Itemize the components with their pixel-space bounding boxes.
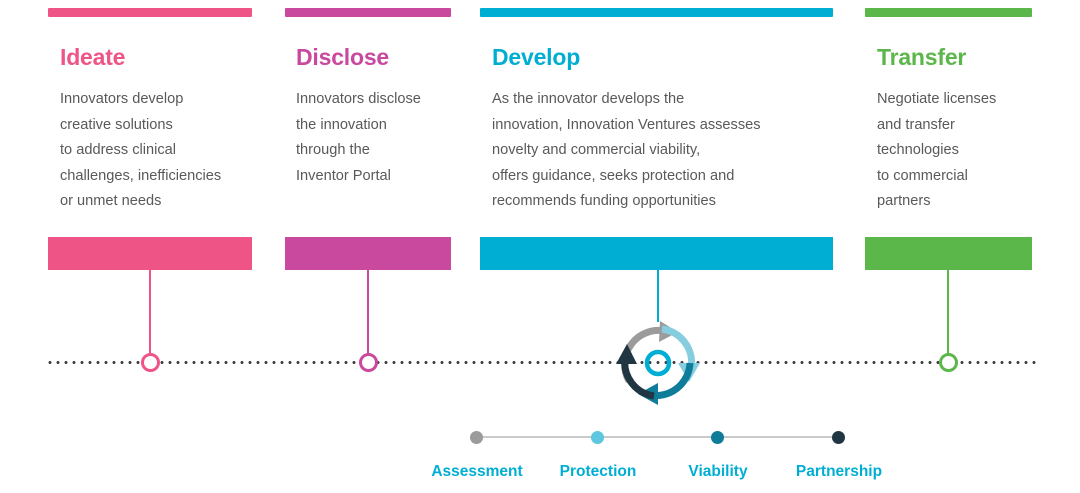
column-body-disclose: Innovators disclose the innovation throu… [296,91,421,184]
legend-dot-assessment[interactable] [470,431,483,444]
innovation-cycle-icon[interactable] [610,315,706,411]
timeline-node-disclose[interactable] [359,353,378,372]
timeline-node-ideate[interactable] [141,353,160,372]
legend-dot-partnership[interactable] [832,431,845,444]
column-title-develop: Develop [492,44,581,70]
block-disclose [285,237,451,270]
stem-disclose [367,270,369,362]
column-body-develop: As the innovator develops the innovation… [492,91,761,210]
cycle-center-ring [644,349,672,377]
legend-track [478,436,838,438]
timeline-axis [46,361,1036,364]
column-title-disclose: Disclose [296,44,390,70]
stem-ideate [149,270,151,362]
top-rule-disclose [285,8,451,17]
column-body-transfer: Negotiate licenses and transfer technolo… [877,91,997,210]
legend-dot-protection[interactable] [591,431,604,444]
stem-develop [657,270,659,322]
top-rule-transfer [865,8,1032,17]
block-ideate [48,237,252,270]
column-title-transfer: Transfer [877,44,967,70]
top-rule-ideate [48,8,252,17]
legend-label-assessment: Assessment [431,463,523,480]
block-develop [480,237,833,270]
legend-label-protection: Protection [559,463,637,480]
legend-dot-viability[interactable] [711,431,724,444]
legend-label-viability: Viability [688,463,748,480]
timeline-node-transfer[interactable] [939,353,958,372]
top-rule-develop [480,8,833,17]
column-body-ideate: Innovators develop creative solutions to… [60,91,222,210]
column-title-ideate: Ideate [60,44,126,70]
legend-label-partnership: Partnership [795,463,883,480]
cycle-arrow-partnership [616,344,655,400]
block-transfer [865,237,1032,270]
stem-transfer [947,270,949,362]
